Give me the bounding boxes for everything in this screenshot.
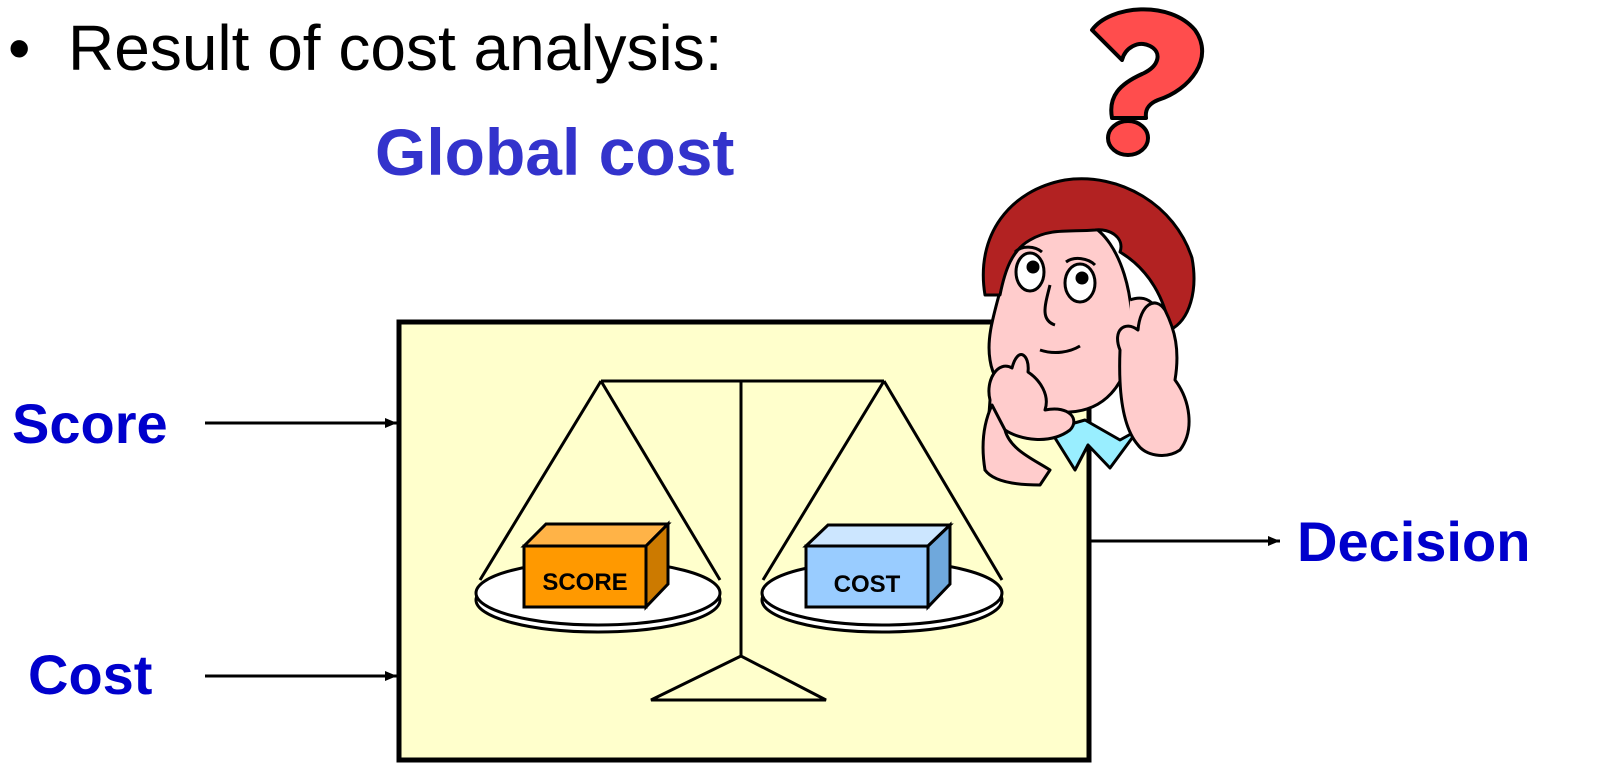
subtitle: Global cost xyxy=(375,115,735,189)
score-box-label: SCORE xyxy=(542,569,627,596)
score-box: SCORE xyxy=(520,520,672,611)
bullet-symbol: • xyxy=(8,12,31,84)
thinking-man-icon xyxy=(981,177,1196,487)
cost-box: COST xyxy=(802,521,954,611)
score-input-label: Score xyxy=(12,392,168,455)
bullet-line: • Result of cost analysis: xyxy=(8,2,723,94)
cost-box-label: COST xyxy=(834,571,901,598)
decision-output-label: Decision xyxy=(1297,510,1531,573)
cost-input-label: Cost xyxy=(28,643,153,706)
bullet-text: Result of cost analysis: xyxy=(68,12,723,84)
question-mark-icon xyxy=(1090,7,1205,157)
balance-scale xyxy=(478,379,1004,702)
